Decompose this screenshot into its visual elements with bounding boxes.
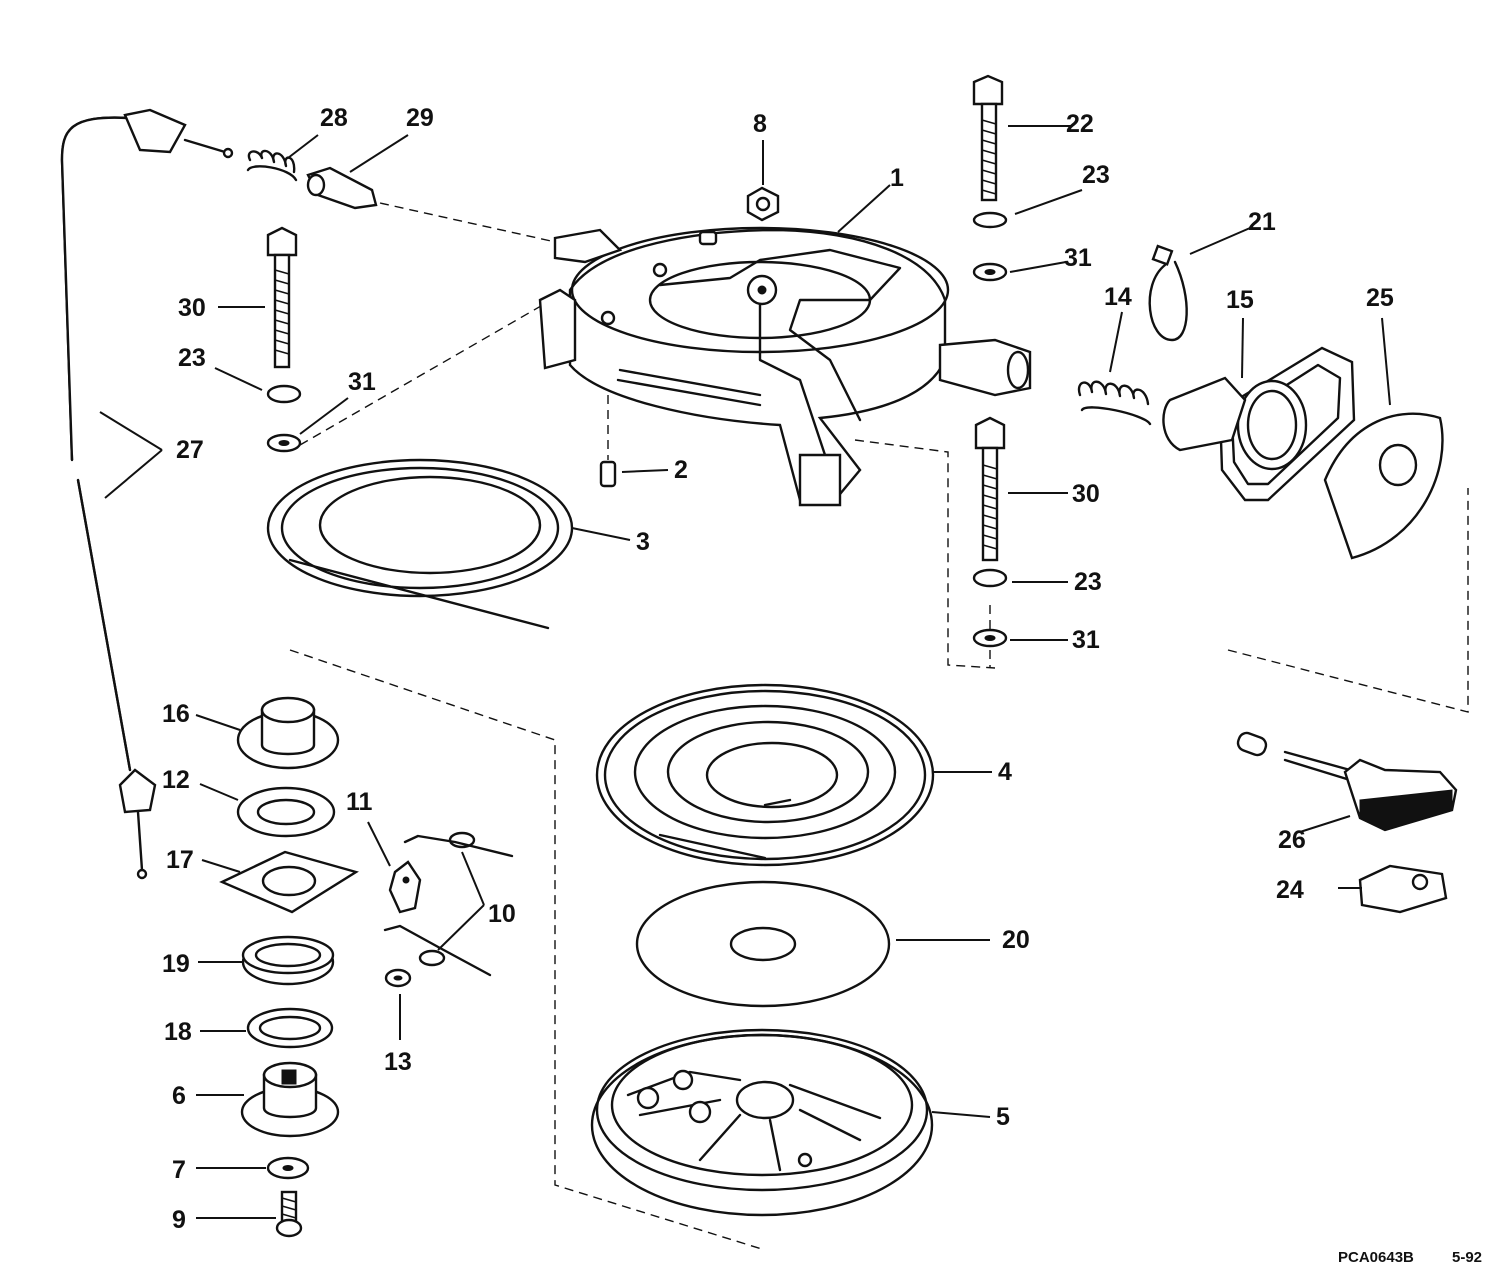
callout-12: 12 [162, 766, 190, 794]
spring-28 [246, 149, 298, 182]
callout-28: 28 [320, 104, 348, 132]
starter-housing [538, 226, 1032, 507]
leader-lines [99, 125, 1391, 1219]
figure-code: PCA0643B [1338, 1249, 1414, 1266]
seal-19 [241, 935, 335, 986]
callout-22: 22 [1066, 110, 1094, 138]
rope-pulley [590, 1028, 934, 1217]
callout-4: 4 [998, 758, 1012, 786]
rewind-spring [595, 683, 935, 867]
pawl-11 [388, 860, 422, 914]
callout-18: 18 [164, 1018, 192, 1046]
hub-6 [240, 1061, 340, 1138]
callout-24: 24 [1276, 876, 1304, 904]
callout-9: 9 [172, 1206, 186, 1234]
screw-9 [275, 1190, 303, 1238]
callout-29: 29 [406, 104, 434, 132]
callout-23b: 23 [178, 344, 206, 372]
starter-rope [266, 458, 574, 630]
handle-insert-24 [1358, 864, 1448, 914]
plunger-29 [306, 166, 378, 210]
handle-housing-15 [1162, 346, 1356, 502]
callout-30a: 30 [178, 294, 206, 322]
callout-19: 19 [162, 950, 190, 978]
callout-25: 25 [1366, 284, 1394, 312]
callout-23c: 23 [1074, 568, 1102, 596]
callout-27: 27 [176, 436, 204, 464]
bolt-22 [972, 74, 1008, 282]
bolt-30-right [972, 416, 1008, 648]
assembly-guide-lines [289, 202, 1469, 1251]
nut [746, 186, 780, 222]
callout-23a: 23 [1082, 161, 1110, 189]
callout-numbers: 1 2 3 4 5 6 7 8 9 10 11 12 13 14 15 16 1… [162, 104, 1394, 1234]
spring-14 [1077, 380, 1152, 426]
callout-7: 7 [172, 1156, 186, 1184]
callout-10: 10 [488, 900, 516, 928]
o-ring-18 [246, 1007, 334, 1049]
screw-2 [599, 460, 617, 488]
spring-plate [635, 880, 891, 1008]
callout-20: 20 [1002, 926, 1030, 954]
callout-31a: 31 [1064, 244, 1092, 272]
callout-21: 21 [1248, 208, 1276, 236]
retainer-plate-17 [219, 850, 359, 914]
callout-30b: 30 [1072, 480, 1100, 508]
callout-8: 8 [753, 110, 767, 138]
callout-31c: 31 [1072, 626, 1100, 654]
callout-2: 2 [674, 456, 688, 484]
callout-6: 6 [172, 1082, 186, 1110]
callout-3: 3 [636, 528, 650, 556]
bolt-30-left [266, 226, 302, 453]
seal-25 [1323, 412, 1444, 560]
callout-15: 15 [1226, 286, 1254, 314]
callout-16: 16 [162, 700, 190, 728]
callout-31b: 31 [348, 368, 376, 396]
clamp-21 [1148, 244, 1188, 342]
callout-5: 5 [996, 1103, 1010, 1131]
cam-16 [236, 696, 340, 770]
callout-13: 13 [384, 1048, 412, 1076]
footer: PCA0643B 5-92 [1338, 1249, 1482, 1266]
callout-14: 14 [1104, 283, 1132, 311]
clip-13 [384, 968, 412, 988]
callout-11: 11 [346, 788, 373, 816]
starter-lockout-cable [60, 108, 234, 880]
figure-date: 5-92 [1452, 1249, 1482, 1266]
callout-26: 26 [1278, 826, 1306, 854]
callout-17: 17 [166, 846, 194, 874]
pawl-springs-10 [383, 831, 514, 977]
friction-washer-12 [236, 786, 336, 838]
starter-handle-26 [1236, 731, 1458, 832]
callout-1: 1 [890, 164, 904, 192]
washer-7 [266, 1156, 310, 1180]
